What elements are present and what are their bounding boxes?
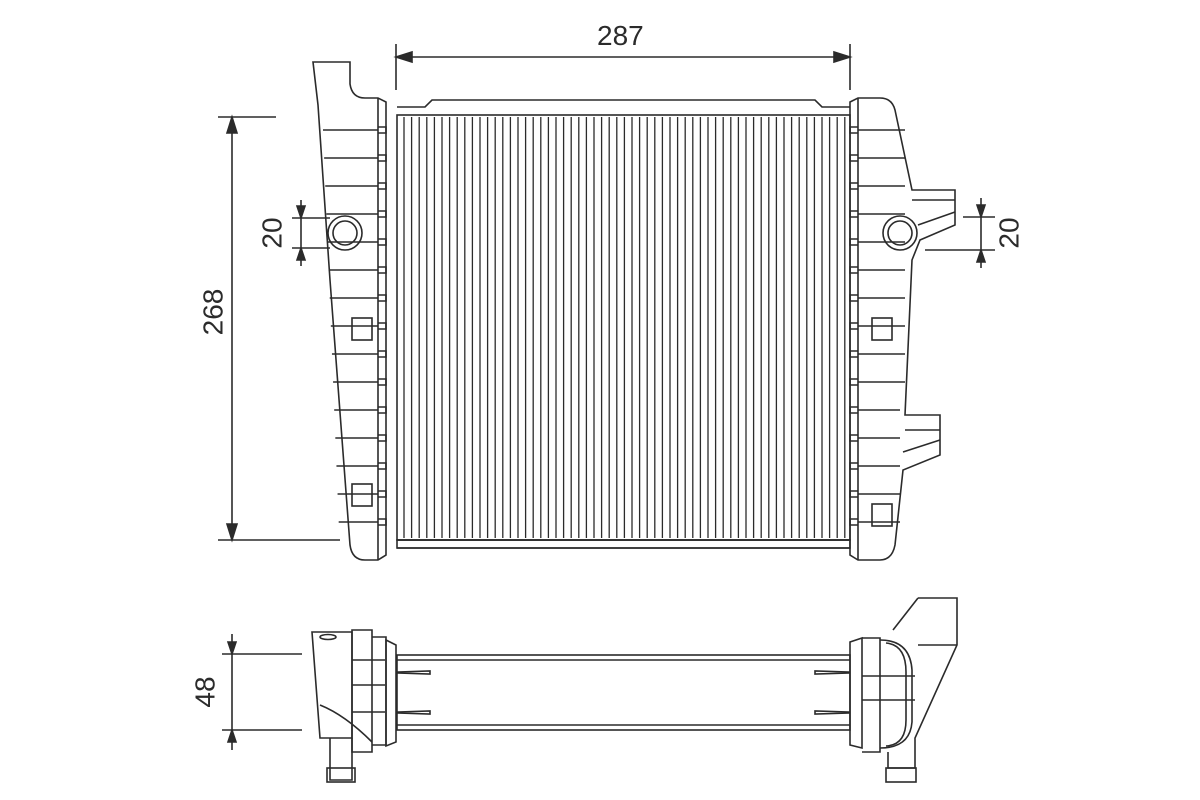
front-view [218, 44, 995, 561]
core-fins [403, 117, 846, 538]
right-tank [849, 97, 956, 561]
dim-left-pipe [292, 200, 330, 266]
dimension-height-label: 268 [197, 288, 229, 336]
dim-depth [222, 634, 302, 750]
dimension-left-pipe-label: 20 [256, 217, 288, 249]
dimension-depth-label: 48 [189, 676, 221, 708]
dim-width [393, 44, 853, 90]
dim-height [218, 114, 340, 543]
top-view [222, 597, 958, 783]
dimension-right-pipe-label: 20 [993, 217, 1025, 249]
dimension-width-label: 287 [597, 20, 644, 51]
left-tank [312, 61, 387, 561]
dim-right-pipe [925, 198, 995, 268]
